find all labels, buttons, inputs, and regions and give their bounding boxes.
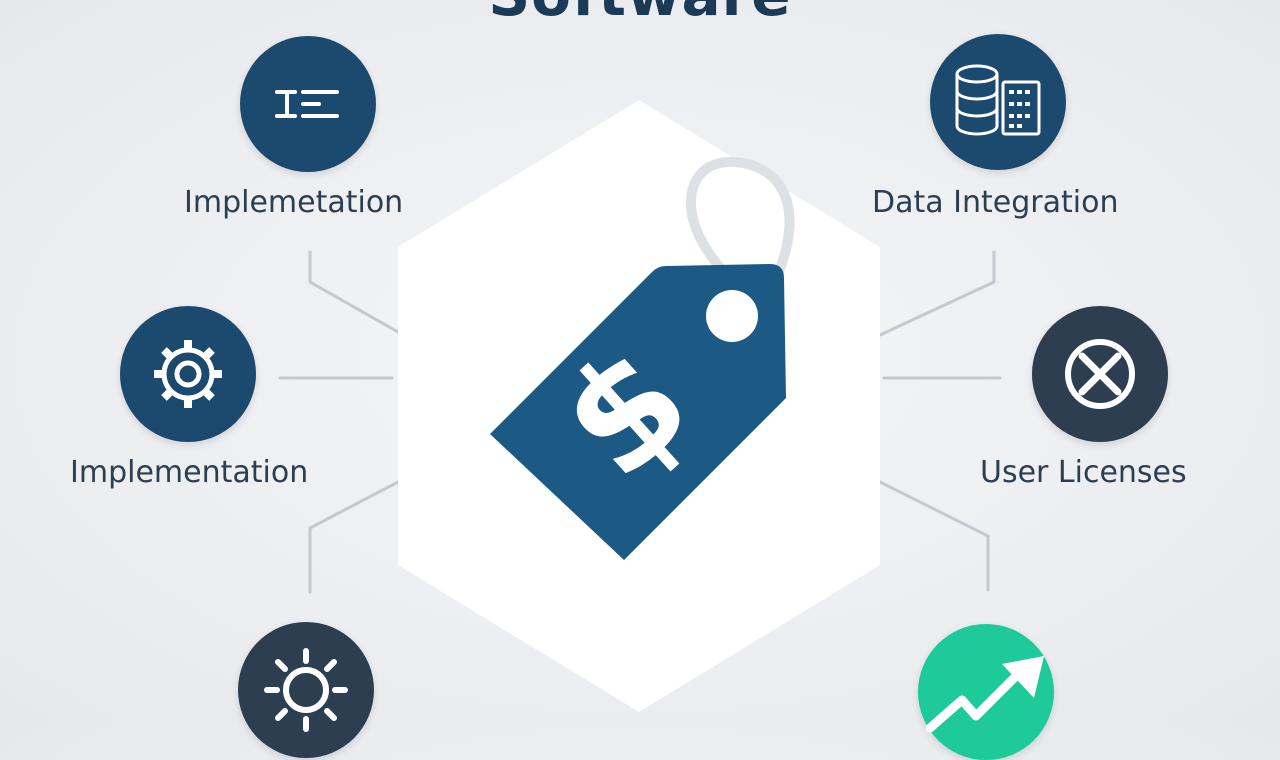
implementation-node (120, 306, 256, 442)
database-table-icon (955, 64, 1041, 136)
data-integration-node (930, 34, 1066, 170)
diagram-title: Software (0, 0, 1280, 24)
connector-bars-icon (275, 90, 339, 118)
growth-node (918, 624, 1054, 760)
connector-lines (278, 250, 1002, 594)
connector-top-right (878, 250, 996, 337)
connector-bottom-right (878, 480, 990, 592)
sun-gear-icon (264, 648, 348, 732)
price-tag-dollar-icon: $ (490, 156, 795, 560)
settings-node (238, 622, 374, 758)
gear-icon (154, 340, 222, 408)
trend-arrow-icon (925, 656, 1044, 733)
data-integration-label: Data Integration (872, 185, 1119, 220)
user-licenses-node (1032, 306, 1168, 442)
implementation-label: Implementation (70, 455, 309, 490)
user-licenses-label: User Licenses (980, 455, 1187, 490)
connector-top-left (308, 250, 400, 334)
implemetation-node (240, 36, 376, 172)
connector-bottom-left (308, 480, 400, 594)
implemetation-label: Implemetation (184, 185, 404, 220)
circle-x-icon (1065, 339, 1135, 409)
